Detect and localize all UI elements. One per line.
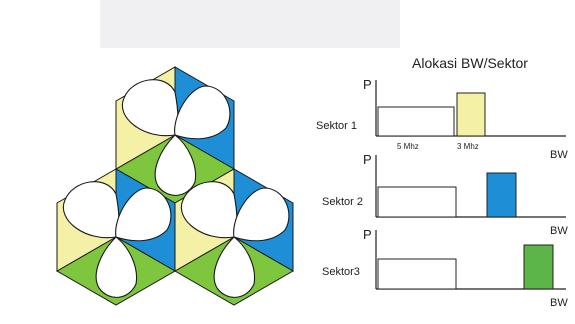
bandwidth-block-colored — [486, 172, 517, 218]
sector-label: Sektor3 — [322, 266, 360, 278]
sector-3-panel: P Sektor3 BW — [322, 227, 568, 309]
lobe-sector-2 — [174, 85, 231, 140]
hex-cell-bottom-right — [173, 168, 295, 306]
lobe-sector-3 — [154, 134, 197, 196]
sector-label: Sektor 2 — [322, 196, 363, 208]
bandwidth-axis-label: BW — [550, 149, 568, 161]
bandwidth-block-5mhz — [377, 106, 455, 137]
bandwidth-axis-label: BW — [550, 297, 568, 309]
hex-cell-bottom-left — [55, 168, 177, 306]
lobe-sector-2 — [233, 187, 290, 242]
sector-label: Sektor 1 — [316, 120, 357, 132]
bandwidth-block-white — [377, 186, 457, 218]
lobe-sector-1 — [180, 181, 238, 239]
power-axis-label: P — [363, 152, 372, 167]
bandwidth-label-3mhz: 3 Mhz — [457, 142, 479, 151]
bandwidth-axis-label: BW — [550, 225, 568, 237]
sector-2-panel: P Sektor 2 BW — [322, 152, 568, 237]
lobe-sector-2 — [115, 187, 172, 242]
hex-cell-top — [114, 66, 236, 204]
allocation-title: Alokasi BW/Sektor — [412, 55, 528, 71]
power-axis-label: P — [363, 227, 372, 242]
lobe-sector-3 — [95, 236, 138, 298]
hexagon-cluster — [55, 66, 295, 306]
bandwidth-label-5mhz: 5 Mhz — [397, 142, 419, 151]
background-band — [100, 0, 400, 48]
power-axis-label: P — [363, 77, 372, 92]
bandwidth-block-colored — [523, 244, 554, 290]
sector-1-panel: P Sektor 1 5 Mhz 3 Mhz BW — [316, 77, 568, 161]
lobe-sector-3 — [213, 236, 256, 298]
lobe-sector-1 — [62, 181, 120, 239]
bandwidth-block-white — [377, 258, 457, 290]
bandwidth-block-3mhz — [456, 92, 486, 137]
lobe-sector-1 — [121, 79, 179, 137]
